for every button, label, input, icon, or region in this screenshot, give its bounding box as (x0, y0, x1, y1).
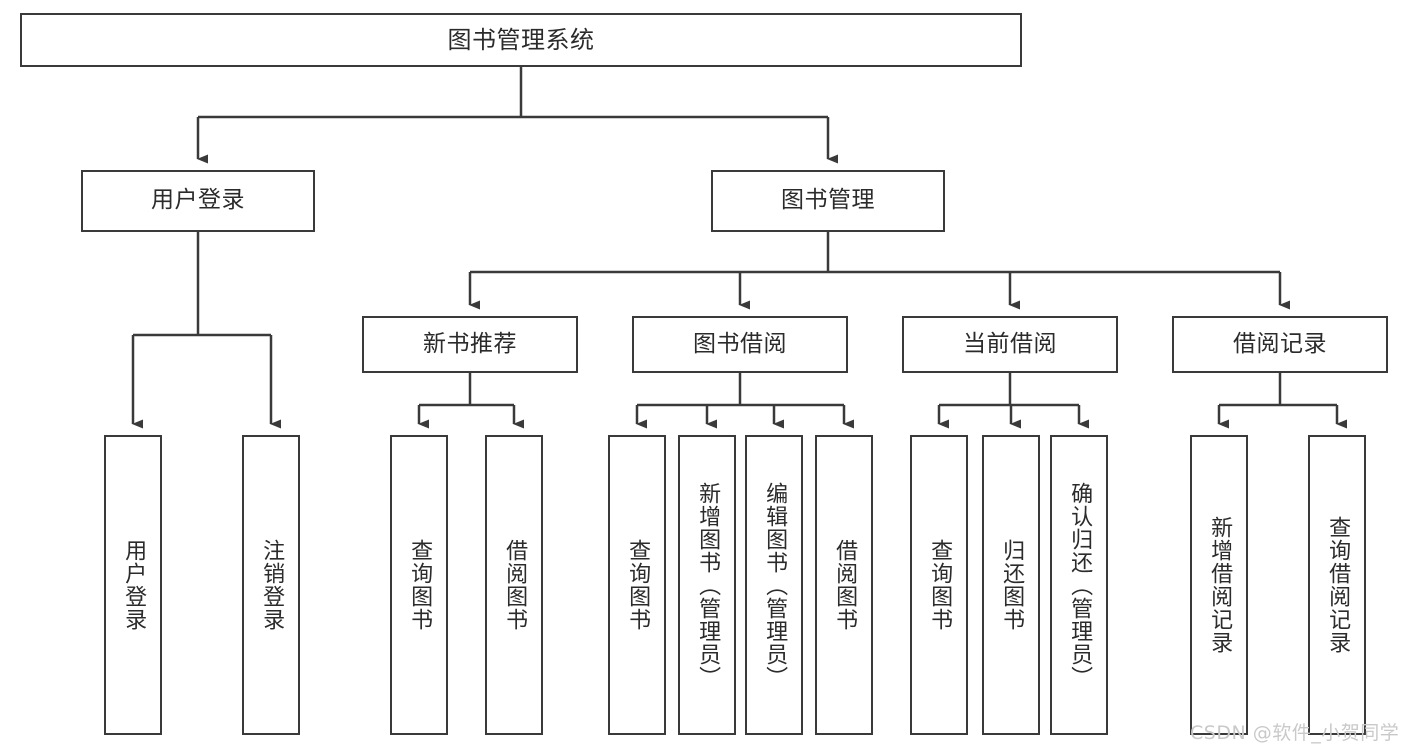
node-leaf-logout[interactable]: 注销登录 (242, 435, 300, 735)
node-label: 新增图书（管理员） (695, 481, 721, 689)
node-leaf-edit-book[interactable]: 编辑图书（管理员） (745, 435, 803, 735)
node-label: 确认归还（管理员） (1067, 481, 1093, 689)
node-current-borrow[interactable]: 当前借阅 (902, 316, 1118, 373)
node-label: 新书推荐 (423, 330, 517, 357)
node-leaf-return-book[interactable]: 归还图书 (982, 435, 1040, 735)
node-leaf-query-book-3[interactable]: 查询图书 (910, 435, 968, 735)
node-label: 图书管理系统 (447, 25, 595, 54)
node-leaf-query-record[interactable]: 查询借阅记录 (1308, 435, 1366, 735)
node-new-book-rec[interactable]: 新书推荐 (362, 316, 578, 373)
node-user-login[interactable]: 用户登录 (81, 170, 315, 232)
node-label: 归还图书 (999, 539, 1025, 631)
node-book-borrow[interactable]: 图书借阅 (632, 316, 848, 373)
node-borrow-record[interactable]: 借阅记录 (1172, 316, 1388, 373)
node-leaf-add-book[interactable]: 新增图书（管理员） (678, 435, 736, 735)
node-label: 编辑图书（管理员） (762, 481, 788, 689)
node-label: 图书借阅 (693, 330, 787, 357)
node-label: 借阅记录 (1233, 330, 1327, 357)
node-label: 用户登录 (151, 187, 245, 214)
node-leaf-confirm-return[interactable]: 确认归还（管理员） (1050, 435, 1108, 735)
csdn-watermark: CSDN @软件_小贺同学 (1190, 722, 1400, 744)
node-label: 当前借阅 (963, 330, 1057, 357)
node-label: 查询图书 (927, 539, 953, 631)
node-label: 借阅图书 (502, 539, 528, 631)
node-label: 注销登录 (259, 539, 285, 631)
node-leaf-borrow-book-1[interactable]: 借阅图书 (485, 435, 543, 735)
node-label: 查询图书 (625, 539, 651, 631)
node-label: 图书管理 (781, 187, 875, 214)
node-leaf-user-login[interactable]: 用户登录 (104, 435, 162, 735)
node-leaf-query-book-1[interactable]: 查询图书 (390, 435, 448, 735)
node-label: 查询图书 (407, 539, 433, 631)
node-leaf-add-record[interactable]: 新增借阅记录 (1190, 435, 1248, 735)
node-label: 用户登录 (121, 539, 147, 631)
node-leaf-query-book-2[interactable]: 查询图书 (608, 435, 666, 735)
node-leaf-borrow-book-2[interactable]: 借阅图书 (815, 435, 873, 735)
node-root[interactable]: 图书管理系统 (20, 13, 1022, 67)
node-book-manage[interactable]: 图书管理 (711, 170, 945, 232)
node-label: 新增借阅记录 (1207, 516, 1233, 654)
node-label: 借阅图书 (832, 539, 858, 631)
node-label: 查询借阅记录 (1325, 516, 1351, 654)
